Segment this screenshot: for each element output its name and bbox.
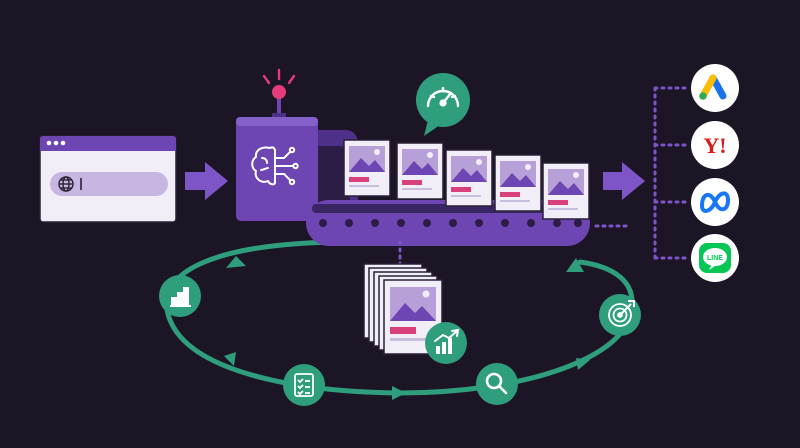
ad-creative-card	[494, 154, 542, 212]
speed-badge	[416, 73, 470, 136]
yahoo-logo-icon: Y!	[703, 133, 726, 158]
checklist-icon	[294, 373, 314, 397]
cycle-step-target	[599, 294, 641, 336]
globe-icon	[58, 176, 74, 192]
window-dot-3	[60, 140, 66, 146]
meta-logo-icon	[700, 191, 730, 213]
platform-google-ads	[691, 64, 739, 112]
bar-chart-icon	[170, 287, 191, 307]
magnifier-icon	[485, 372, 508, 395]
cycle-step-checklist	[283, 364, 325, 406]
window-dot-2	[53, 140, 59, 146]
growth-chart-icon	[434, 328, 460, 354]
target-icon	[608, 300, 635, 327]
browser-window	[39, 135, 177, 223]
window-dot-1	[46, 140, 52, 146]
cycle-arrow-bottom-mid	[392, 386, 406, 400]
cycle-arrow-top-left	[226, 256, 246, 268]
beacon-rays	[262, 68, 296, 85]
platform-yahoo: Y!	[691, 121, 739, 169]
platform-meta	[691, 178, 739, 226]
ad-creative-card	[396, 142, 444, 200]
speedometer-icon	[426, 86, 460, 108]
address-bar[interactable]	[50, 172, 168, 196]
belt-rollers	[319, 219, 582, 227]
antenna-beacon	[272, 85, 286, 99]
ai-brain-icon	[251, 146, 299, 186]
line-logo-icon: LINE	[699, 243, 731, 273]
creative-stack	[363, 263, 443, 355]
google-ads-logo-icon	[699, 74, 727, 100]
cycle-arrow-bottom-right	[576, 358, 590, 370]
cycle-arrow-bottom-left	[224, 352, 236, 366]
ai-machine	[236, 68, 358, 221]
cycle-arrow-top-right	[566, 258, 584, 272]
cycle-step-analytics	[159, 275, 201, 317]
growth-badge	[425, 322, 467, 364]
platform-bracket	[653, 86, 688, 260]
ad-creative-card	[343, 139, 391, 197]
ad-creative-card	[445, 149, 493, 207]
ad-creative-card	[542, 162, 590, 220]
platform-line: LINE	[691, 234, 739, 282]
arrow-input-to-machine	[185, 162, 228, 200]
arrow-machine-to-platforms	[603, 162, 645, 200]
cycle-step-search	[476, 363, 518, 405]
svg-text:LINE: LINE	[707, 255, 723, 262]
